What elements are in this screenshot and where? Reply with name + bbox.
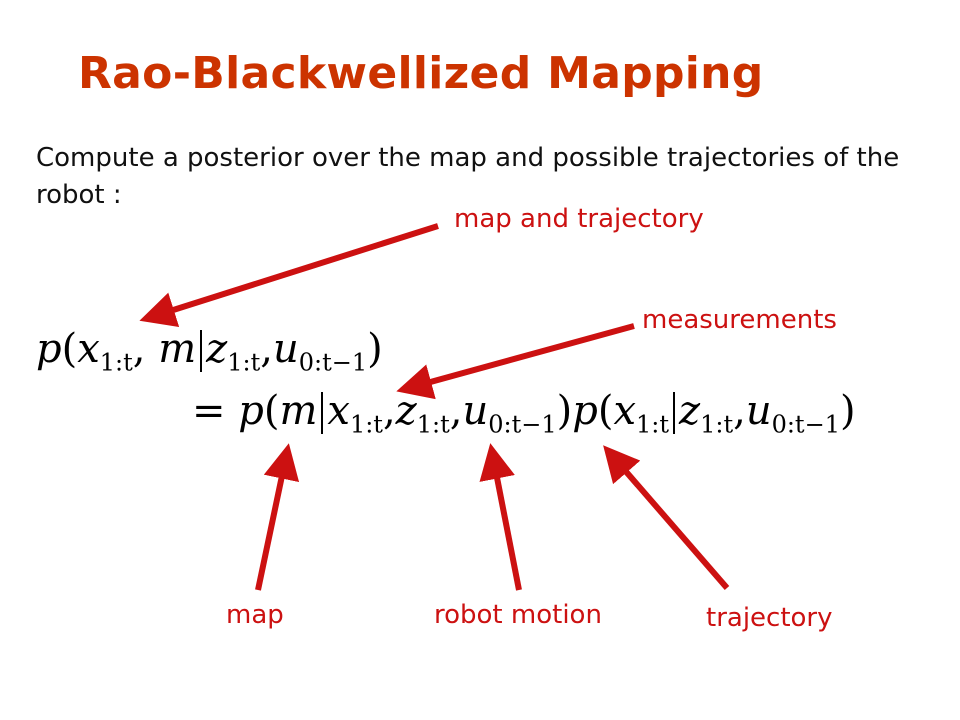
label-trajectory: trajectory [706,603,833,633]
conditional-bar [200,330,203,372]
slide-title: Rao-Blackwellized Mapping [78,48,764,99]
conditional-bar [673,392,676,434]
arrow-robot-motion [479,443,522,591]
intro-text: Compute a posterior over the map and pos… [36,143,900,210]
label-robot-motion: robot motion [434,600,602,630]
label-measurements: measurements [642,305,837,335]
arrow-map [255,443,300,591]
arrow-map-and-trajectory [139,223,439,327]
arrow-measurements [396,323,635,400]
conditional-bar [321,392,324,434]
label-map: map [226,600,284,630]
label-map-and-trajectory: map and trajectory [454,204,704,234]
arrow-trajectory [603,445,730,590]
